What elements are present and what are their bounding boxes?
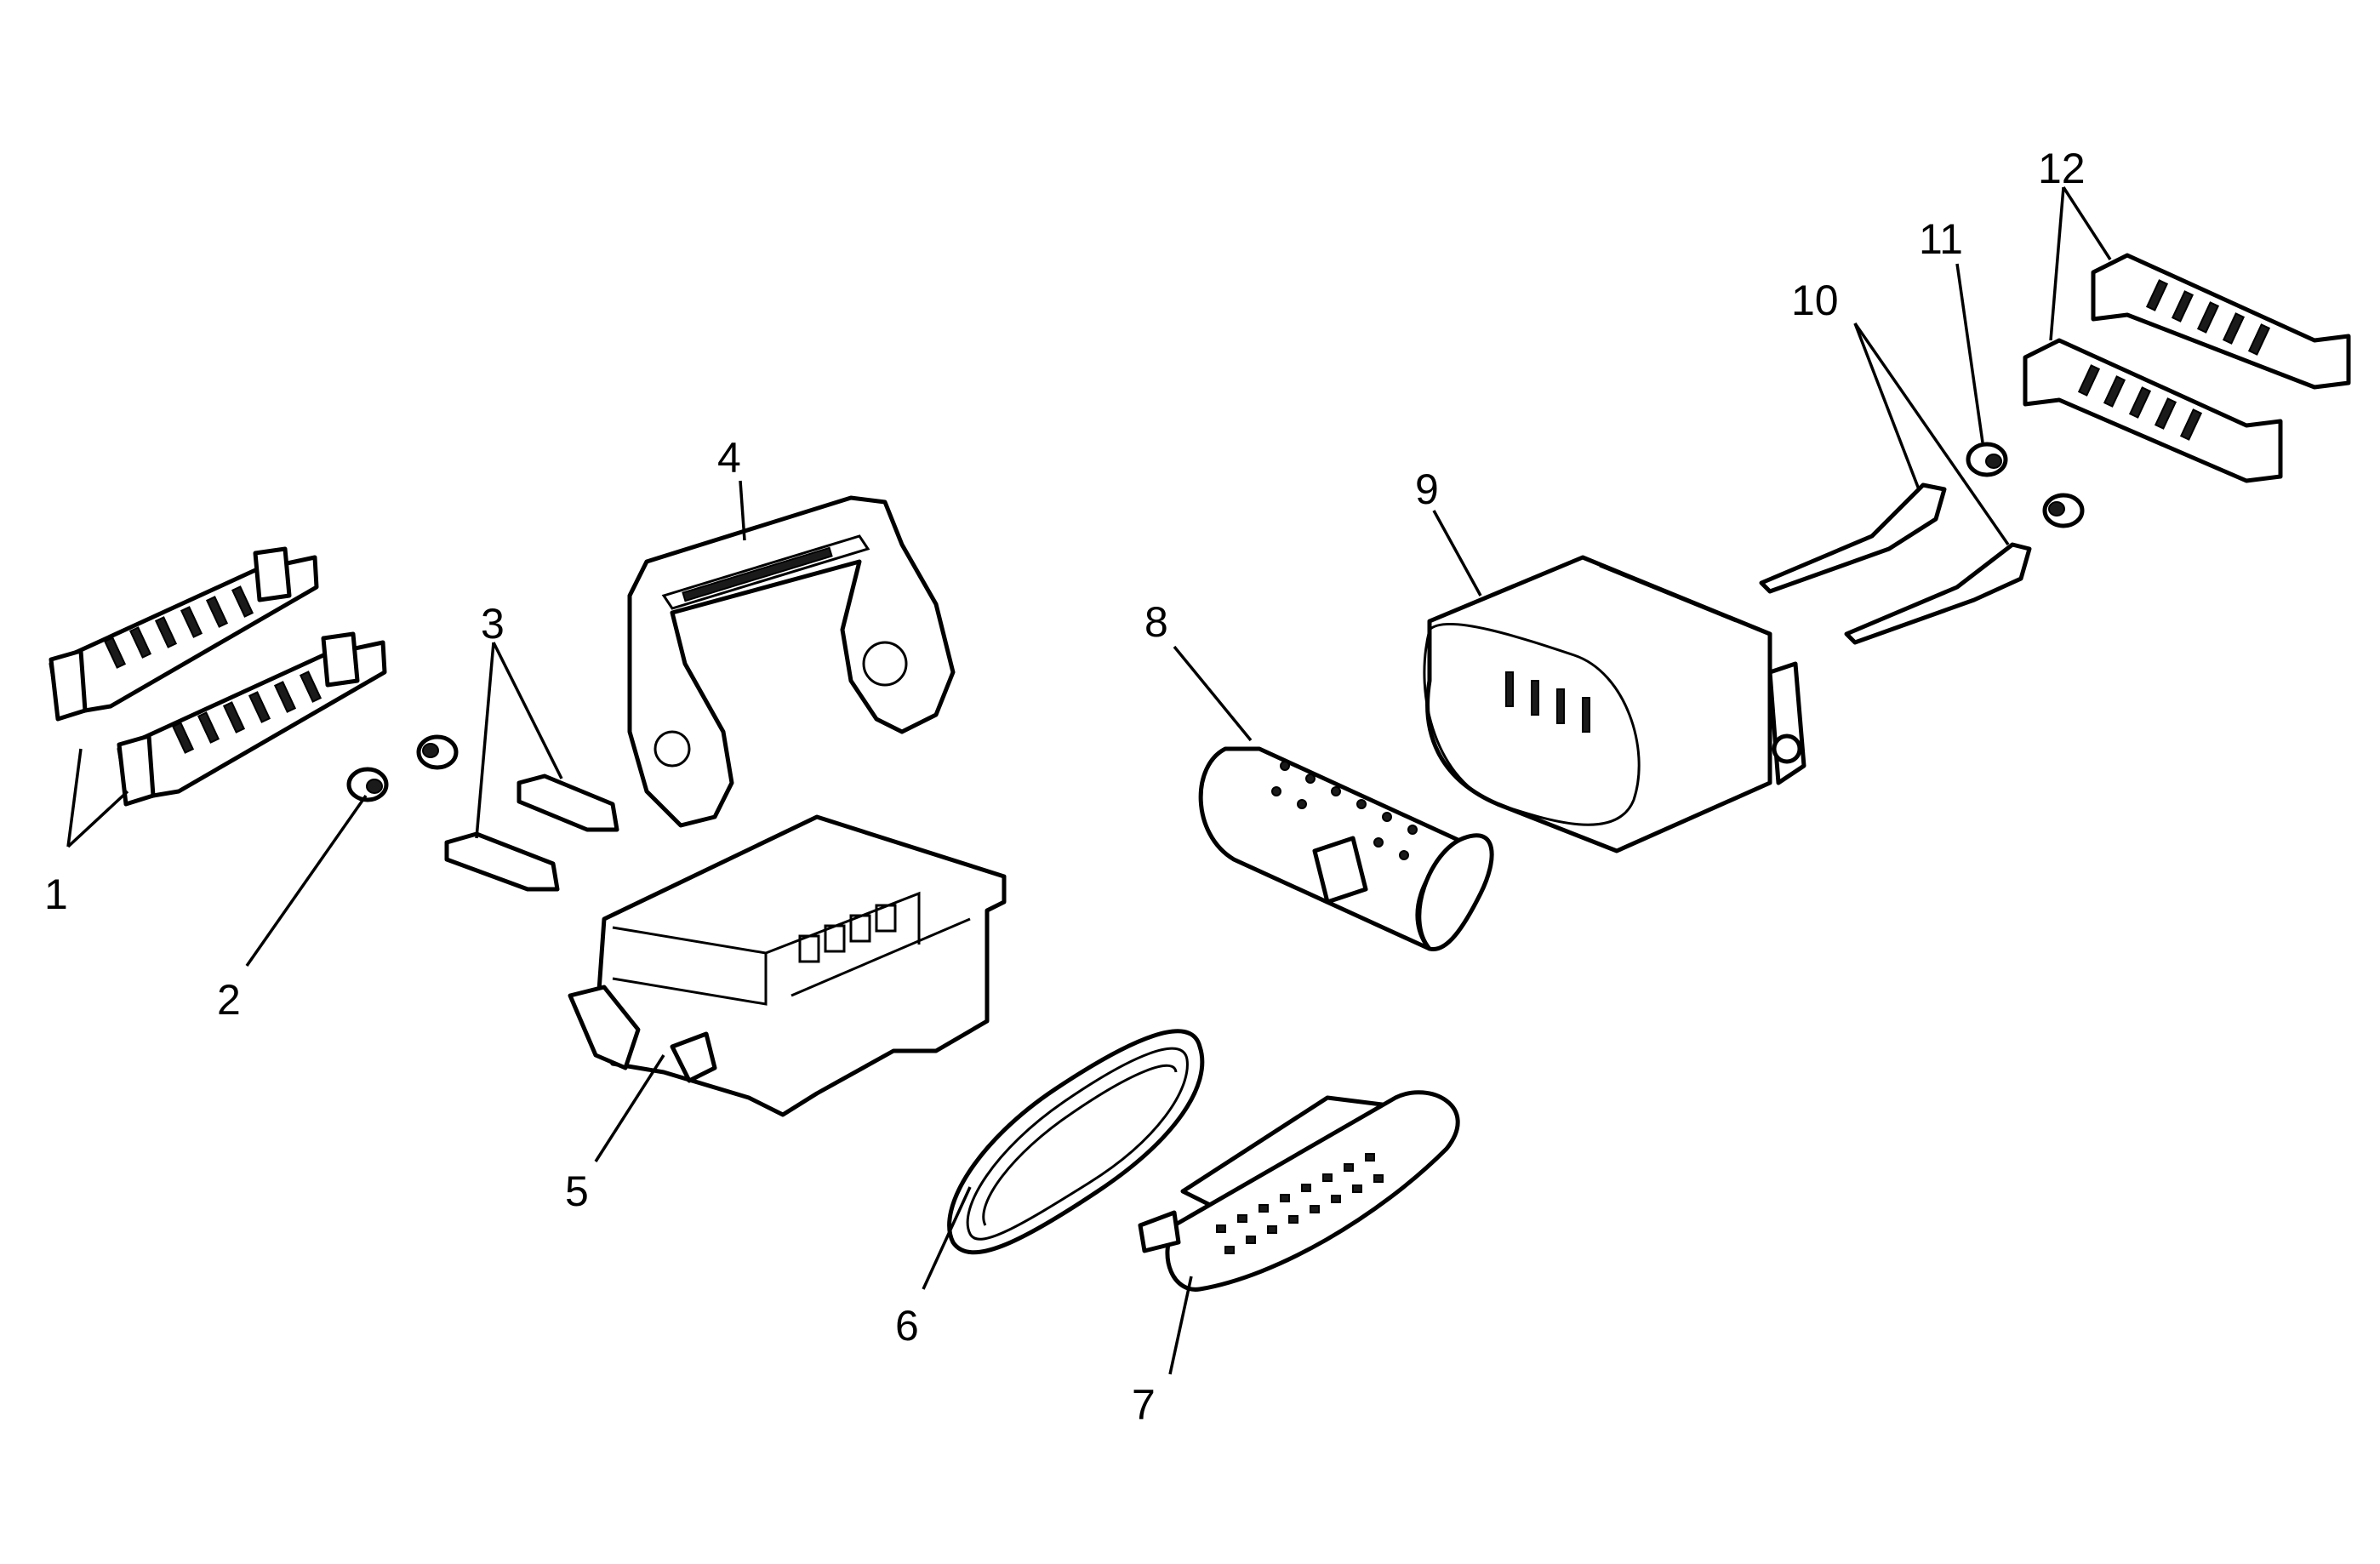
part-10-terminals xyxy=(1759,482,2032,645)
part-1-tpa-combs xyxy=(49,546,387,807)
part-11-seals xyxy=(1966,442,2085,528)
callout-8: 8 xyxy=(1144,598,1168,646)
callout-9: 9 xyxy=(1415,465,1439,513)
callout-11: 11 xyxy=(1919,215,1963,263)
part-6-seal-ring xyxy=(947,1029,1205,1255)
part-12-tpa-combs xyxy=(2023,253,2351,483)
callout-labels: 1 2 3 4 5 6 7 8 9 10 11 12 xyxy=(44,145,2086,1429)
part-9-connector-body xyxy=(1423,555,1806,853)
part-8-retainer xyxy=(1198,746,1494,952)
callout-5: 5 xyxy=(565,1167,589,1215)
callout-2: 2 xyxy=(217,976,241,1024)
part-5-housing xyxy=(568,814,1007,1117)
part-7-face-plate xyxy=(1138,1090,1460,1292)
part-2-seals xyxy=(346,734,459,802)
callout-6: 6 xyxy=(895,1302,919,1350)
callout-7: 7 xyxy=(1132,1381,1156,1429)
callout-12: 12 xyxy=(2038,145,2086,192)
callout-10: 10 xyxy=(1791,277,1839,324)
callout-4: 4 xyxy=(717,434,741,482)
callout-3: 3 xyxy=(481,600,505,648)
part-3-terminals xyxy=(444,773,619,892)
part-4-lever xyxy=(627,495,956,828)
callout-1: 1 xyxy=(44,870,68,918)
leader-lines xyxy=(66,186,2112,1375)
